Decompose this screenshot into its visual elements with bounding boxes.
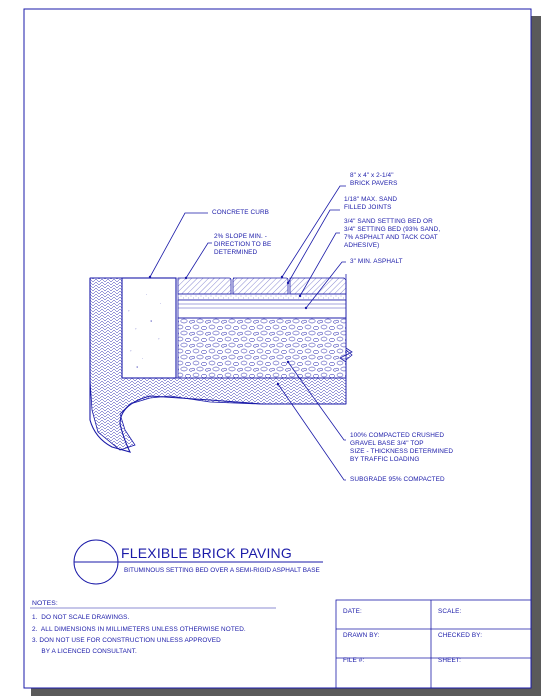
svg-text:◃: ◃ (150, 318, 152, 323)
leader-arrowheads (148, 275, 308, 386)
curb-aggregate: ◦ · ◦ ◃ ◦ · ◦ ◃ · (128, 292, 161, 369)
notes-heading: NOTES: (32, 600, 58, 607)
svg-text:◦: ◦ (158, 336, 160, 341)
note-item: BY A LICENCED CONSULTANT. (32, 648, 137, 655)
setting-bed (177, 293, 347, 301)
svg-text:◃: ◃ (136, 364, 138, 369)
label-sand-joints: 1/18" MAX. SAND FILLED JOINTS (344, 196, 398, 211)
label-brick-pavers: 8" x 4" x 2-1/4" BRICK PAVERS (350, 172, 398, 187)
svg-text:·: · (160, 301, 161, 306)
asphalt-layer (177, 299, 347, 319)
svg-text:·: · (146, 292, 147, 297)
note-item: 1. DO NOT SCALE DRAWINGS. (32, 614, 130, 621)
label-setting-bed: 3/4" SAND SETTING BED OR 3/4" SETTING BE… (344, 218, 441, 249)
svg-text:·: · (142, 356, 143, 361)
field-file-no: FILE #: (343, 657, 365, 664)
gravel-base (177, 317, 347, 379)
ground-outline (89, 278, 346, 453)
svg-text:◦: ◦ (130, 348, 132, 353)
field-drawn-by: DRAWN BY: (343, 632, 380, 639)
detail-bubble (73, 539, 323, 585)
break-line (339, 274, 353, 404)
svg-text:◦: ◦ (135, 326, 137, 331)
field-sheet: SHEET: (438, 657, 461, 664)
label-gravel-base: 100% COMPACTED CRUSHED GRAVEL BASE 3/4" … (350, 432, 454, 463)
leader-lines (149, 185, 346, 481)
section-detail: ◦ · ◦ ◃ ◦ · ◦ ◃ · (89, 274, 353, 453)
svg-text:◦: ◦ (128, 308, 130, 313)
field-scale: SCALE: (438, 608, 462, 615)
drawing-subtitle: BITUMINOUS SETTING BED OVER A SEMI-RIGID… (124, 567, 320, 574)
label-slope: 2% SLOPE MIN. - DIRECTION TO BE DETERMIN… (214, 233, 272, 256)
concrete-curb (121, 277, 177, 379)
brick-pavers (177, 277, 347, 295)
drawing-title: FLEXIBLE BRICK PAVING (121, 545, 292, 561)
field-checked-by: CHECKED BY: (438, 632, 483, 639)
label-subgrade: SUBGRADE 95% COMPACTED (350, 476, 445, 483)
label-asphalt: 3" MIN. ASPHALT (350, 258, 403, 265)
note-item: 2. ALL DIMENSIONS IN MILLIMETERS UNLESS … (32, 626, 246, 633)
note-item: 3. DON NOT USE FOR CONSTRUCTION UNLESS A… (32, 637, 221, 644)
label-concrete-curb: CONCRETE CURB (212, 209, 270, 216)
title-block-grid (335, 599, 532, 689)
field-date: DATE: (343, 608, 362, 615)
